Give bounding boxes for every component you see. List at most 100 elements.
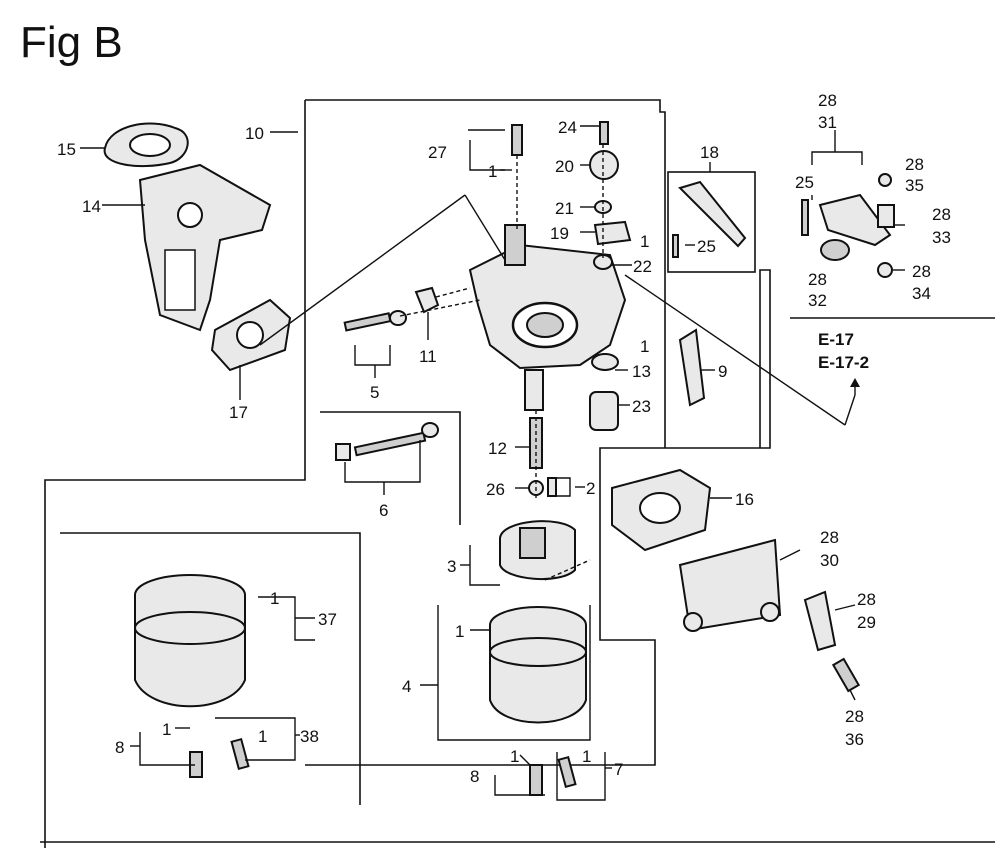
callout-28-spring: 28 <box>808 270 827 289</box>
spring-part-32 <box>820 239 850 261</box>
callout-25-choke: 25 <box>795 173 814 192</box>
callout-3: 3 <box>447 557 456 576</box>
washer-part-2 <box>547 477 557 497</box>
callout-4: 4 <box>402 677 411 696</box>
callout-8-left: 8 <box>115 738 124 757</box>
float-pin-part-9 <box>678 328 706 407</box>
callout-16: 16 <box>735 490 754 509</box>
spring-part-25b <box>801 199 809 236</box>
screw-part-11 <box>414 286 440 314</box>
callout-1-oring: 1 <box>640 337 649 356</box>
callout-28-bracket: 28 <box>820 528 839 547</box>
cover-part-20 <box>589 150 619 180</box>
callout-37: 37 <box>318 610 337 629</box>
callout-1-screw-right: 1 <box>582 747 591 766</box>
choke-lever-part-31 <box>818 193 892 247</box>
callout-15: 15 <box>57 140 76 159</box>
leader-lines <box>80 125 905 801</box>
callout-labels: 15 14 17 10 27 1 24 20 21 19 1 22 18 25 … <box>57 91 951 786</box>
callout-30: 30 <box>820 551 839 570</box>
callout-1-bolt-right: 1 <box>510 747 519 766</box>
drain-bolt-part-8-right <box>529 764 543 796</box>
callout-28-collar: 28 <box>932 205 951 224</box>
callout-31: 31 <box>818 113 837 132</box>
nut-part-34 <box>877 262 893 278</box>
callout-12: 12 <box>488 439 507 458</box>
collar-part-33 <box>877 204 895 228</box>
callout-1-fitting: 1 <box>640 232 649 251</box>
screw-part-35 <box>878 173 892 187</box>
insulator-gasket-part-17 <box>210 298 292 372</box>
throttle-rod-part-18 <box>672 180 747 258</box>
callout-24: 24 <box>558 118 577 137</box>
fitting-part-19 <box>593 220 632 246</box>
choke-bracket-part-30 <box>678 538 782 632</box>
callout-32: 32 <box>808 291 827 310</box>
pilot-screw-part-5 <box>343 310 407 332</box>
callout-35: 35 <box>905 176 924 195</box>
drain-part-23 <box>589 391 619 431</box>
frame-main-outline <box>44 100 306 848</box>
callout-1-screw-left: 1 <box>258 727 267 746</box>
callout-1-bolt-left: 1 <box>162 720 171 739</box>
callout-23: 23 <box>632 397 651 416</box>
callout-9: 9 <box>718 362 727 381</box>
figure-title: Fig B <box>20 18 123 67</box>
bracket-part-14 <box>138 163 272 332</box>
callout-29: 29 <box>857 613 876 632</box>
screw-set-part-6 <box>335 422 439 461</box>
callout-34: 34 <box>912 284 931 303</box>
callout-6: 6 <box>379 501 388 520</box>
frame-throttle-rod <box>667 171 756 273</box>
callout-13: 13 <box>632 362 651 381</box>
callout-26: 26 <box>486 480 505 499</box>
carburetor-body <box>468 224 627 411</box>
callout-1-bowl-left: 1 <box>270 589 279 608</box>
callout-10: 10 <box>245 124 264 143</box>
callout-25-rod: 25 <box>697 237 716 256</box>
callout-1-bowl-right: 1 <box>455 622 464 641</box>
float-bowl-part-4 <box>489 606 587 724</box>
callout-28-bolt: 28 <box>845 707 864 726</box>
screw-part-27 <box>511 124 523 156</box>
callout-5: 5 <box>370 383 379 402</box>
callout-17: 17 <box>229 403 248 422</box>
screw-part-24 <box>599 121 609 145</box>
choke-lever-part-29 <box>803 590 837 652</box>
callout-8-right: 8 <box>470 767 479 786</box>
callout-11: 11 <box>419 347 437 366</box>
gasket-part-15 <box>103 122 189 168</box>
bolt-part-36 <box>831 657 861 693</box>
callout-14: 14 <box>82 197 101 216</box>
callout-18: 18 <box>700 143 719 162</box>
callout-27: 27 <box>428 143 447 162</box>
frame-carburetor-assembly <box>305 99 771 766</box>
callout-20: 20 <box>555 157 574 176</box>
callout-36: 36 <box>845 730 864 749</box>
callout-28-screw: 28 <box>905 155 924 174</box>
gasket-part-16 <box>611 468 712 552</box>
callout-28-nut: 28 <box>912 262 931 281</box>
oring-part-22 <box>593 254 613 270</box>
callout-21: 21 <box>555 199 574 218</box>
reference-e17: E-17 <box>818 330 854 349</box>
callout-33: 33 <box>932 228 951 247</box>
drain-screw-part-7 <box>557 755 577 789</box>
callout-19: 19 <box>550 224 569 243</box>
reference-e17-2: E-17-2 <box>818 353 869 372</box>
callout-38: 38 <box>300 727 319 746</box>
frame-jet-subgroup <box>320 411 461 525</box>
float-bowl-part-37 <box>134 574 246 708</box>
callout-2: 2 <box>586 479 595 498</box>
frame-bowl-group <box>60 532 361 805</box>
oring-part-13 <box>591 353 619 371</box>
callout-28-top: 28 <box>818 91 837 110</box>
drain-screw-part-38 <box>230 737 250 771</box>
callout-28-lever: 28 <box>857 590 876 609</box>
callout-1-top: 1 <box>488 162 497 181</box>
float-part-3 <box>499 520 576 581</box>
callout-22: 22 <box>633 257 652 276</box>
callout-7: 7 <box>614 760 623 779</box>
